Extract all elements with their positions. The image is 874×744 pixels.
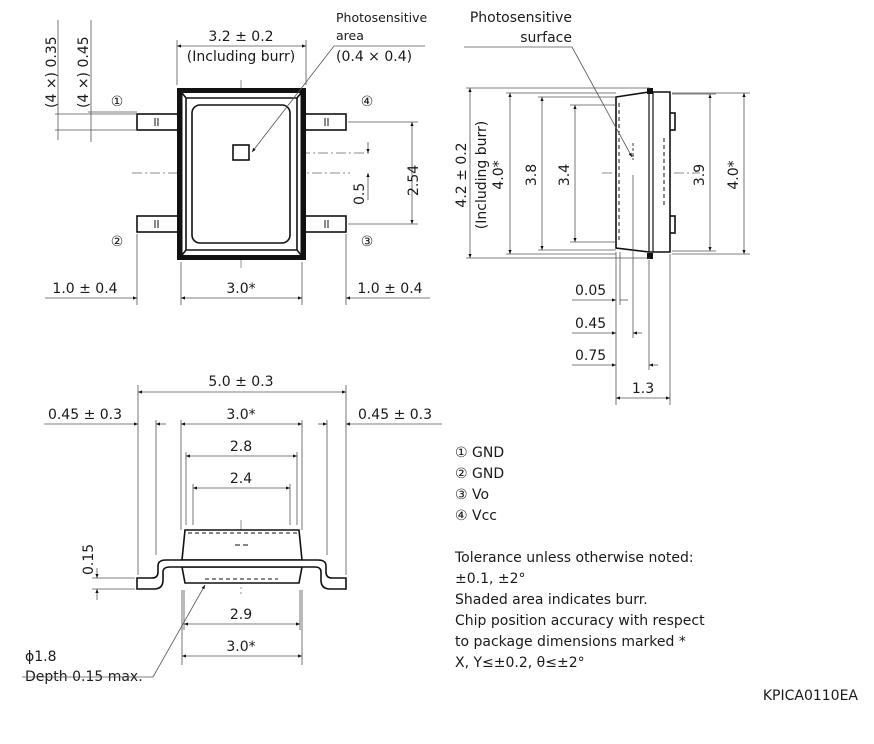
pin-item: ③ Vo	[455, 487, 489, 503]
dim-lead-045: (4 ×) 0.45	[76, 36, 92, 108]
dim-3-4: 3.4	[557, 164, 573, 186]
pin-2-label: ②	[111, 234, 124, 250]
dim-body-width: 3.0*	[226, 281, 255, 297]
dim-left-lead: 1.0 ± 0.4	[52, 281, 117, 297]
dim-4-0-right: 4.0*	[726, 160, 742, 189]
dim-4-0: 4.0*	[491, 160, 507, 189]
surface-label: Photosensitive	[470, 10, 572, 26]
surface-label-2: surface	[520, 30, 572, 46]
front-view: 5.0 ± 0.3 0.45 ± 0.3 0.45 ± 0.3 3.0* 2.8…	[22, 374, 442, 685]
lead-4	[298, 113, 347, 131]
notes: Tolerance unless otherwise noted: ±0.1, …	[454, 550, 705, 671]
photo-label-2: area	[336, 28, 364, 43]
dim-height: 4.2 ± 0.2	[454, 142, 470, 207]
pin-item: ① GND	[455, 445, 504, 461]
pin-1-label: ①	[111, 94, 124, 110]
pin-item: ② GND	[455, 466, 504, 482]
dim-pitch: 2.54	[406, 165, 422, 196]
dim-0-15: 0.15	[81, 544, 97, 575]
dim-3-0-bottom: 3.0*	[226, 639, 255, 655]
dim-width-note: (Including burr)	[187, 49, 295, 65]
photo-size: (0.4 × 0.4)	[336, 49, 412, 65]
note-line: Tolerance unless otherwise noted:	[454, 550, 694, 566]
dim-width: 3.2 ± 0.2	[208, 29, 273, 45]
top-view: 3.2 ± 0.2 (Including burr) Photosensitiv…	[44, 10, 430, 305]
dim-height-note: (Including burr)	[474, 121, 490, 229]
dim-offset: 0.5	[352, 183, 368, 205]
note-line: X, Y≤±0.2, θ≤±2°	[455, 655, 585, 671]
dim-0-45: 0.45	[575, 316, 606, 332]
dim-right-lead: 1.0 ± 0.4	[357, 281, 422, 297]
note-line: ±0.1, ±2°	[455, 571, 526, 587]
dim-left-foot: 0.45 ± 0.3	[48, 407, 122, 423]
dim-total-width: 5.0 ± 0.3	[208, 374, 273, 390]
note-line: to package dimensions marked *	[455, 634, 686, 650]
dim-3-9: 3.9	[692, 164, 708, 186]
pin-item: ④ Vcc	[455, 508, 497, 524]
dim-0-05: 0.05	[575, 283, 606, 299]
photosensitive-area	[232, 144, 250, 161]
dim-3-0-top: 3.0*	[226, 407, 255, 423]
side-view: Photosensitive surface 4.2 ± 0.2 (Includ…	[454, 10, 750, 405]
dim-2-8: 2.8	[230, 439, 252, 455]
photo-label: Photosensitive	[336, 10, 428, 25]
note-line: Chip position accuracy with respect	[455, 613, 705, 629]
pin-3-label: ③	[361, 234, 374, 250]
lead-1	[136, 113, 185, 131]
dim-lead-035: (4 ×) 0.35	[44, 36, 60, 108]
pin-list: ① GND ② GND ③ Vo ④ Vcc	[455, 445, 504, 524]
pin-4-label: ④	[361, 94, 374, 110]
dim-0-75: 0.75	[575, 348, 606, 364]
dim-right-foot: 0.45 ± 0.3	[358, 407, 432, 423]
drawing-code: KPICA0110EA	[763, 688, 859, 704]
hole-diameter: ϕ1.8	[25, 649, 57, 665]
lead-3	[298, 215, 347, 233]
note-line: Shaded area indicates burr.	[455, 592, 648, 608]
dim-2-9: 2.9	[230, 607, 252, 623]
dim-2-4: 2.4	[230, 471, 252, 487]
dim-1-3: 1.3	[632, 381, 654, 397]
dim-3-8: 3.8	[524, 164, 540, 186]
lead-2	[136, 215, 185, 233]
